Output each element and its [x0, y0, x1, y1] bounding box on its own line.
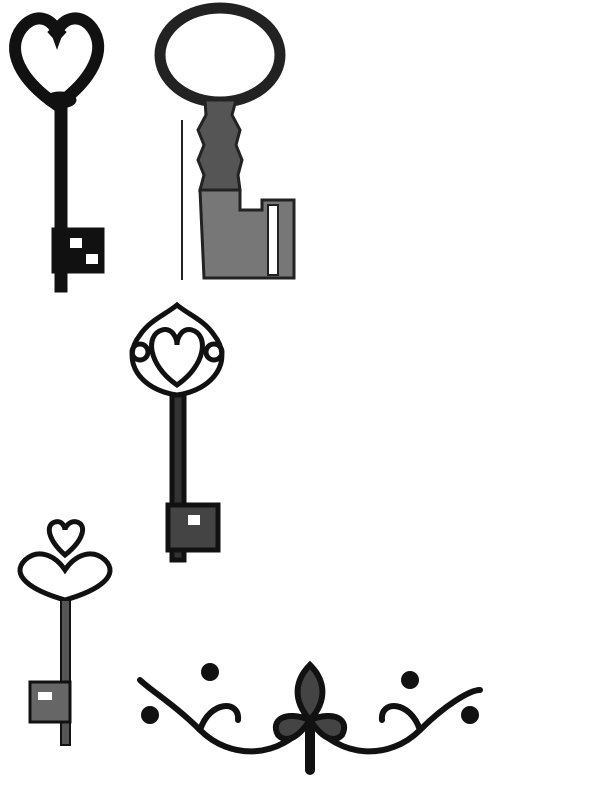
oval-key-icon [154, 2, 296, 280]
ornate-heart-key-icon [129, 301, 225, 563]
heart-key-icon [9, 12, 105, 293]
flourish-ornament-icon [137, 660, 483, 775]
double-heart-key-icon [17, 519, 113, 746]
